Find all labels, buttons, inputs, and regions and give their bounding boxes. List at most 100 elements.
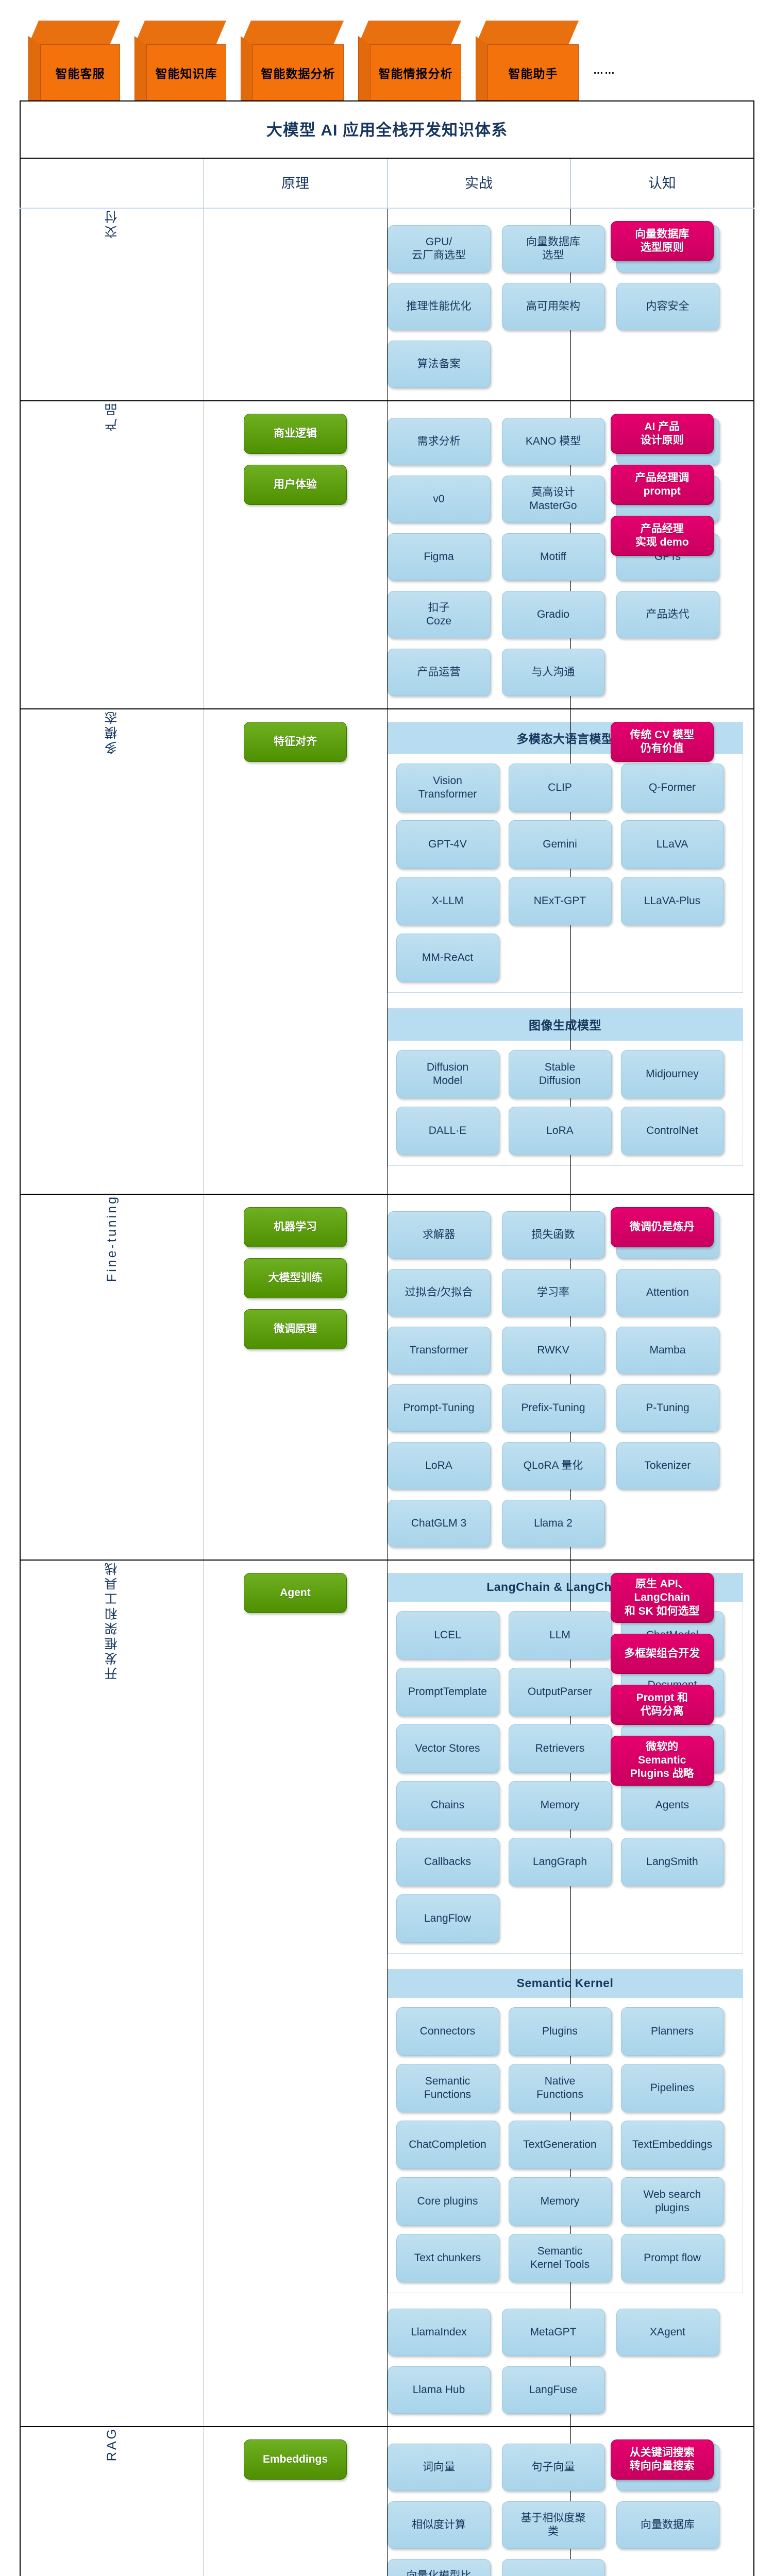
practice-chip-13[interactable]: 与人沟通 [501,649,605,696]
practice-chip-1[interactable]: 句子向量 [501,2444,605,2491]
practice-chip-5[interactable]: 向量数据库 [616,2501,719,2549]
panel-chip-3[interactable]: DALL·E [396,1107,499,1155]
practice-chip-14[interactable]: Tokenizer [616,1442,719,1489]
practice-chip-1[interactable]: MetaGPT [501,2309,605,2356]
panel-chip-7[interactable]: Retrievers [508,1724,612,1773]
panel-chip-12[interactable]: Text chunkers [396,2234,499,2282]
practice-chip-1[interactable]: KANO 模型 [501,418,605,465]
practice-chip-9[interactable]: Prompt-Tuning [387,1384,491,1432]
panel-chip-3[interactable]: GPT-4V [396,820,499,869]
principle-chip-0[interactable]: 商业逻辑 [244,414,347,454]
cognition-chip-1[interactable]: 多框架组合开发 [610,1633,714,1674]
practice-chip-8[interactable]: Mamba [616,1327,719,1374]
principle-chip-0[interactable]: 特征对齐 [244,722,347,762]
practice-chip-4[interactable]: 高可用架构 [501,283,605,330]
practice-chip-6[interactable]: 算法备案 [387,341,491,388]
panel-chip-9[interactable]: MM-ReAct [396,934,499,982]
banner-cube-0[interactable]: 智能客服 [28,21,120,100]
panel-chip-2[interactable]: Q-Former [620,764,724,812]
panel-chip-5[interactable]: LLaVA [620,820,724,869]
practice-chip-0[interactable]: 需求分析 [387,418,491,465]
practice-chip-1[interactable]: 向量数据库选型 [501,225,605,273]
panel-chip-4[interactable]: OutputParser [508,1668,612,1716]
cognition-chip-2[interactable]: 产品经理实现 demo [610,516,714,556]
practice-chip-16[interactable]: Llama 2 [501,1500,605,1547]
practice-chip-6[interactable]: Figma [387,533,491,581]
panel-chip-5[interactable]: ControlNet [620,1107,724,1155]
panel-chip-1[interactable]: Plugins [508,2007,612,2056]
panel-chip-2[interactable]: Planners [620,2007,724,2056]
practice-chip-11[interactable]: P-Tuning [616,1384,719,1432]
practice-chip-5[interactable]: Attention [616,1269,719,1316]
practice-chip-1[interactable]: 损失函数 [501,1211,605,1259]
practice-chip-7[interactable]: Motiff [501,533,605,581]
panel-chip-8[interactable]: LLaVA-Plus [620,877,724,925]
practice-chip-3[interactable]: 过拟合/欠拟合 [387,1269,491,1316]
panel-chip-3[interactable]: PromptTemplate [396,1668,499,1716]
cognition-chip-2[interactable]: Prompt 和代码分离 [610,1684,714,1725]
panel-chip-13[interactable]: LangGraph [508,1838,612,1886]
practice-chip-13[interactable]: QLoRA 量化 [501,1442,605,1489]
panel-chip-1[interactable]: CLIP [508,764,612,812]
practice-chip-10[interactable]: Gradio [501,591,605,638]
panel-chip-5[interactable]: Pipelines [620,2064,724,2112]
principle-chip-0[interactable]: Embeddings [244,2439,347,2480]
panel-chip-14[interactable]: Prompt flow [620,2234,724,2282]
cognition-chip-0[interactable]: 传统 CV 模型仍有价值 [610,722,714,762]
cognition-chip-0[interactable]: AI 产品设计原则 [610,414,714,454]
practice-chip-4[interactable]: 基于相似度聚类 [501,2501,605,2549]
panel-chip-14[interactable]: LangSmith [620,1838,724,1886]
practice-chip-6[interactable]: 向量化模型比较 [387,2559,491,2576]
practice-chip-4[interactable]: 学习率 [501,1269,605,1316]
panel-chip-2[interactable]: Midjourney [620,1050,724,1098]
panel-chip-9[interactable]: Core plugins [396,2177,499,2226]
practice-chip-12[interactable]: 产品运营 [387,649,491,696]
practice-chip-11[interactable]: 产品迭代 [616,591,719,638]
principle-chip-1[interactable]: 用户体验 [244,465,347,505]
panel-chip-6[interactable]: ChatCompletion [396,2121,499,2169]
panel-chip-6[interactable]: Vector Stores [396,1724,499,1773]
cognition-chip-0[interactable]: 微调仍是炼丹 [610,1207,714,1247]
practice-chip-0[interactable]: 词向量 [387,2444,491,2491]
panel-chip-0[interactable]: Connectors [396,2007,499,2056]
cognition-chip-0[interactable]: 向量数据库选型原则 [610,221,714,261]
banner-cube-3[interactable]: 智能情报分析 [358,21,461,100]
principle-chip-1[interactable]: 大模型训练 [244,1258,347,1298]
practice-chip-5[interactable]: 内容安全 [616,283,719,330]
panel-chip-11[interactable]: Agents [620,1781,724,1829]
practice-chip-2[interactable]: XAgent [616,2309,719,2356]
panel-chip-8[interactable]: TextEmbeddings [620,2121,724,2169]
practice-chip-6[interactable]: Transformer [387,1327,491,1374]
practice-chip-15[interactable]: ChatGLM 3 [387,1500,491,1547]
practice-chip-3[interactable]: 推理性能优化 [387,283,491,330]
panel-chip-7[interactable]: TextGeneration [508,2121,612,2169]
panel-chip-1[interactable]: LLM [508,1611,612,1659]
practice-chip-12[interactable]: LoRA [387,1442,491,1489]
panel-chip-0[interactable]: LCEL [396,1611,499,1659]
principle-chip-2[interactable]: 微调原理 [244,1309,347,1349]
practice-chip-0[interactable]: GPU/云厂商选型 [387,225,491,273]
banner-cube-2[interactable]: 智能数据分析 [241,21,344,100]
practice-chip-0[interactable]: 求解器 [387,1211,491,1259]
panel-chip-6[interactable]: X-LLM [396,877,499,925]
practice-chip-7[interactable]: 向量模型部署 [501,2559,605,2576]
banner-cube-1[interactable]: 智能知识库 [134,21,226,100]
practice-chip-0[interactable]: LlamaIndex [387,2309,491,2356]
cognition-chip-0[interactable]: 从关键词搜索转向向量搜索 [610,2439,714,2480]
panel-chip-10[interactable]: Memory [508,2177,612,2226]
banner-cube-4[interactable]: 智能助手 [476,21,579,100]
panel-chip-10[interactable]: Memory [508,1781,612,1829]
practice-chip-4[interactable]: LangFuse [501,2366,605,2414]
panel-chip-7[interactable]: NExT-GPT [508,877,612,925]
